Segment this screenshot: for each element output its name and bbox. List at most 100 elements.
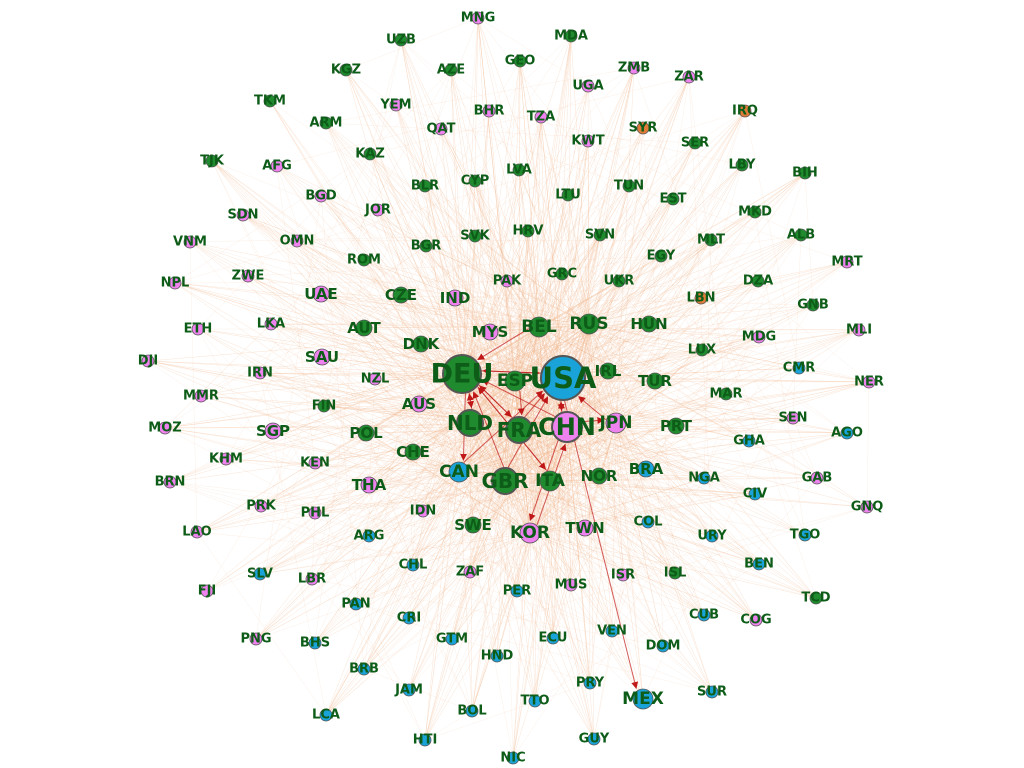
node-arm[interactable]: ARM (309, 116, 342, 131)
node-bih[interactable]: BIH (792, 166, 818, 181)
node-kaz[interactable]: KAZ (355, 147, 385, 162)
node-circle-ner[interactable] (862, 375, 876, 389)
node-circle-kgz[interactable] (339, 63, 353, 77)
node-bel[interactable]: BEL (521, 316, 557, 338)
node-civ[interactable]: CIV (743, 487, 767, 502)
node-zmb[interactable]: ZMB (618, 61, 650, 76)
node-circle-yem[interactable] (389, 98, 403, 112)
node-circle-per[interactable] (510, 584, 524, 598)
node-ecu[interactable]: ECU (539, 631, 568, 646)
node-hnd[interactable]: HND (481, 649, 514, 664)
node-sgp[interactable]: SGP (256, 422, 290, 440)
node-circle-tcd[interactable] (809, 591, 823, 605)
node-circle-lbn[interactable] (694, 291, 708, 305)
node-tcd[interactable]: TCD (801, 591, 830, 606)
node-idn[interactable]: IDN (410, 504, 437, 519)
node-gnb[interactable]: GNB (797, 298, 828, 313)
node-circle-moz[interactable] (158, 421, 172, 435)
node-circle-isr[interactable] (616, 568, 630, 582)
node-circle-lao[interactable] (190, 525, 204, 539)
node-gab[interactable]: GAB (802, 471, 833, 486)
node-brn[interactable]: BRN (155, 475, 186, 490)
node-irn[interactable]: IRN (247, 366, 273, 381)
node-pol[interactable]: POL (349, 424, 383, 442)
node-hti[interactable]: HTI (413, 733, 438, 748)
node-circle-bol[interactable] (465, 704, 479, 718)
node-circle-col[interactable] (641, 515, 655, 529)
node-sur[interactable]: SUR (697, 685, 727, 700)
node-swe[interactable]: SWE (454, 516, 492, 534)
node-circle-svk[interactable] (468, 229, 482, 243)
node-per[interactable]: PER (503, 584, 531, 599)
node-mus[interactable]: MUS (555, 578, 588, 593)
node-nld[interactable]: NLD (447, 409, 493, 437)
node-cri[interactable]: CRI (397, 611, 421, 626)
node-circle-egy[interactable] (654, 249, 668, 263)
node-circle-bhs[interactable] (308, 636, 322, 650)
node-circle-rus[interactable] (578, 313, 600, 335)
node-npl[interactable]: NPL (161, 276, 190, 291)
node-gnq[interactable]: GNQ (851, 500, 884, 515)
node-circle-sur[interactable] (705, 685, 719, 699)
node-nzl[interactable]: NZL (361, 372, 390, 387)
node-can[interactable]: CAN (439, 461, 479, 483)
node-circle-arm[interactable] (319, 116, 333, 130)
node-circle-qat[interactable] (434, 122, 448, 136)
node-circle-phl[interactable] (308, 506, 322, 520)
node-prk[interactable]: PRK (246, 499, 277, 514)
node-svn[interactable]: SVN (585, 228, 615, 243)
node-deu[interactable]: DEU (431, 354, 494, 394)
node-circle-chn[interactable] (551, 411, 583, 443)
node-ven[interactable]: VEN (597, 624, 627, 639)
node-zaf[interactable]: ZAF (456, 565, 484, 580)
node-circle-ita[interactable] (539, 470, 561, 492)
node-fin[interactable]: FIN (312, 399, 337, 414)
node-circle-hnd[interactable] (490, 649, 504, 663)
node-rom[interactable]: ROM (347, 253, 381, 268)
node-circle-dji[interactable] (141, 354, 155, 368)
node-kgz[interactable]: KGZ (331, 63, 361, 78)
node-circle-jpn[interactable] (605, 412, 627, 434)
node-circle-chl[interactable] (406, 558, 420, 572)
node-aus[interactable]: AUS (402, 395, 436, 413)
node-circle-png[interactable] (249, 632, 263, 646)
node-circle-kaz[interactable] (363, 147, 377, 161)
node-circle-pol[interactable] (357, 424, 375, 442)
node-circle-bra[interactable] (637, 460, 655, 478)
node-blr[interactable]: BLR (411, 179, 439, 194)
node-circle-eth[interactable] (191, 322, 205, 336)
node-circle-bhr[interactable] (482, 104, 496, 118)
node-mex[interactable]: MEX (622, 688, 664, 710)
node-nic[interactable]: NIC (500, 751, 525, 766)
node-sen[interactable]: SEN (778, 411, 807, 426)
node-omn[interactable]: OMN (280, 234, 315, 249)
node-bra[interactable]: BRA (629, 460, 664, 478)
node-circle-tha[interactable] (360, 476, 378, 494)
node-circle-bih[interactable] (798, 166, 812, 180)
node-circle-twn[interactable] (576, 519, 594, 537)
node-yem[interactable]: YEM (379, 98, 411, 113)
node-alb[interactable]: ALB (787, 228, 815, 243)
node-brb[interactable]: BRB (349, 662, 379, 677)
node-rus[interactable]: RUS (569, 313, 609, 335)
node-hrv[interactable]: HRV (513, 224, 544, 239)
node-circle-gab[interactable] (810, 471, 824, 485)
node-ukr[interactable]: UKR (604, 274, 635, 289)
node-twn[interactable]: TWN (565, 519, 604, 537)
node-circle-tgo[interactable] (798, 528, 812, 542)
node-circle-mmr[interactable] (194, 389, 208, 403)
node-circle-mys[interactable] (481, 323, 499, 341)
node-circle-uae[interactable] (312, 285, 330, 303)
node-circle-tun[interactable] (622, 179, 636, 193)
node-arg[interactable]: ARG (354, 529, 385, 544)
node-circle-esp[interactable] (504, 370, 526, 392)
node-circle-prt[interactable] (667, 417, 685, 435)
node-dza[interactable]: DZA (743, 274, 773, 289)
node-grc[interactable]: GRC (547, 267, 577, 282)
node-circle-ago[interactable] (840, 426, 854, 440)
node-circle-deu[interactable] (442, 354, 482, 394)
node-uga[interactable]: UGA (572, 79, 603, 94)
node-svk[interactable]: SVK (460, 229, 490, 244)
node-circle-sen[interactable] (786, 411, 800, 425)
node-mdg[interactable]: MDG (742, 330, 776, 345)
